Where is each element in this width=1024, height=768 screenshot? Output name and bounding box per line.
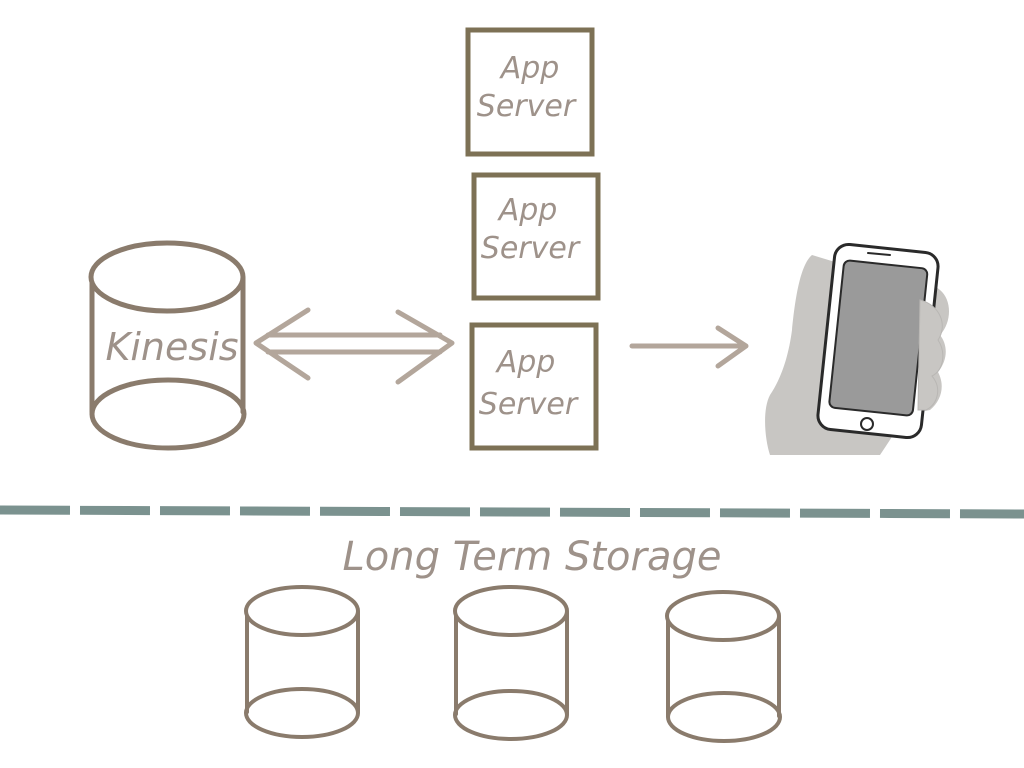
app-server-box: App Server — [465, 27, 595, 157]
app-server-label-line1: App — [495, 345, 556, 380]
kinesis-cylinder-body — [89, 275, 246, 415]
thumb-shape — [917, 299, 944, 411]
storage-cylinder — [244, 585, 360, 739]
arrow-head-left — [253, 307, 311, 381]
phone-home-button — [860, 417, 874, 431]
kinesis-cylinder-bottom — [89, 377, 247, 451]
phone-speaker — [867, 252, 891, 256]
app-server-box: App Server — [469, 322, 599, 451]
phone-in-hand-icon — [765, 242, 949, 455]
storage-cylinder — [665, 590, 782, 743]
app-server-label-line2: Server — [477, 89, 577, 124]
section-divider — [0, 505, 1024, 519]
app-server-label-line1: App — [497, 193, 558, 228]
app-server-box: App Server — [471, 172, 601, 301]
kinesis-label: Kinesis — [105, 325, 238, 369]
app-server-label-line1: App — [499, 51, 560, 86]
app-server-label-line2: Server — [481, 231, 581, 266]
kinesis-cylinder-top — [88, 240, 246, 314]
phone-screen — [828, 259, 929, 417]
push-arrow — [629, 325, 749, 369]
arrow-head-right — [395, 309, 455, 385]
app-server-label-line2: Server — [479, 387, 579, 422]
long-term-storage-label: Long Term Storage — [343, 534, 722, 580]
kinesis-stream-node: Kinesis — [88, 240, 247, 451]
push-arrow-head — [715, 325, 749, 369]
bidirectional-arrow — [253, 307, 455, 385]
storage-cylinder — [453, 585, 569, 741]
